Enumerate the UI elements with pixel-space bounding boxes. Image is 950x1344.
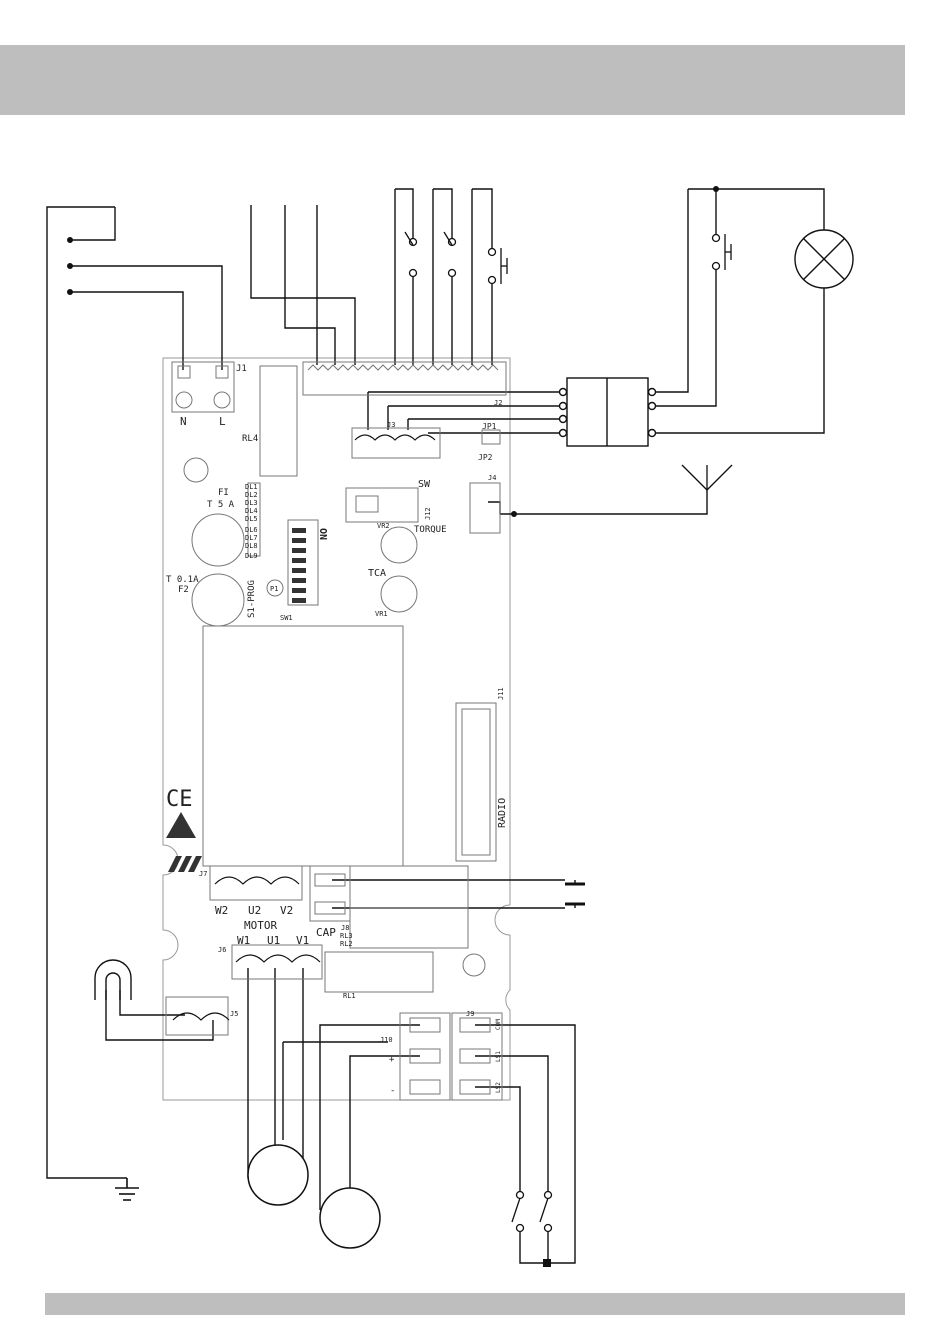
label-radio: RADIO [497,798,508,828]
label-w2: W2 [215,904,228,917]
dip-switches [292,528,306,603]
label-com: COM [495,1019,502,1030]
label-jp2: JP2 [478,453,493,462]
label-dl2: DL2 [245,491,258,499]
label-rl2: RL2 [340,940,353,948]
pcb-board [163,358,510,1100]
label-rl1: RL1 [343,992,356,1000]
label-v1: V1 [296,934,309,947]
capacitor-icon [565,884,585,904]
label-s1-prog: S1-PROG [247,580,257,618]
label-u1: U1 [267,934,280,947]
label-j10: J10 [380,1036,393,1044]
motor-icon [320,1188,380,1248]
accessory-module [560,378,656,446]
label-vr1: VR1 [375,610,388,618]
label-jp1: JP1 [482,422,497,431]
label-torque: TORQUE [414,525,447,535]
label-p1: P1 [270,585,278,593]
label-t5a: T 5 A [207,500,235,510]
label-vr2: VR2 [377,522,390,530]
label-cap: CAP [316,926,336,939]
label-on: ON [317,528,328,540]
label-dl6: DL6 [245,526,258,534]
label-j1: J1 [236,364,247,374]
ground-icon [115,1178,139,1200]
pcb-components [166,362,506,1100]
label-f2: F2 [178,585,189,595]
wires [47,189,824,1263]
label-dl7: DL7 [245,534,258,542]
thermal-probe-icon [95,960,131,1000]
label-rl3: RL3 [340,932,353,940]
lamp-icon [795,230,853,288]
label-dl5: DL5 [245,515,258,523]
label-j7: J7 [199,870,207,878]
label-j2: J2 [494,399,502,407]
label-j6: J6 [218,946,226,954]
motor-icon [248,1145,308,1205]
label-j5: J5 [230,1010,238,1018]
junction-dots [67,186,719,1267]
antenna-icon [682,465,732,490]
label-v2: V2 [280,904,293,917]
switch-contacts [405,232,731,1232]
ce-mark: CE [166,787,193,812]
label-sw1: SW1 [280,614,293,622]
label-sw: SW [418,479,431,490]
label-w1: W1 [237,934,250,947]
label-j11: J11 [497,687,505,700]
label-dl9: DL9 [245,552,258,560]
label-j3: J3 [387,421,395,429]
logo-icon [168,856,202,872]
label-dl1: DL1 [245,483,258,491]
label-dl3: DL3 [245,499,258,507]
label-fi: FI [218,488,229,498]
label-rl4: RL4 [242,434,258,444]
label-u2: U2 [248,904,261,917]
label-ls2: LS2 [495,1082,502,1093]
label-l: L [219,415,226,428]
label-j4: J4 [488,474,496,482]
esd-warning-icon [166,812,196,838]
label-t01a: T 0.1A [166,575,199,585]
label-dl4: DL4 [245,507,258,515]
label-plus: + [389,1055,395,1065]
label-motor: MOTOR [244,919,277,932]
label-minus: - [390,1086,395,1096]
label-ls1: LS1 [495,1051,502,1062]
label-j9: J9 [466,1010,474,1018]
connector-waves [173,435,435,1020]
label-n: N [180,415,187,428]
label-j12: J12 [424,507,432,520]
label-tca: TCA [368,568,386,579]
label-j8: J8 [341,924,349,932]
label-dl8: DL8 [245,542,258,550]
